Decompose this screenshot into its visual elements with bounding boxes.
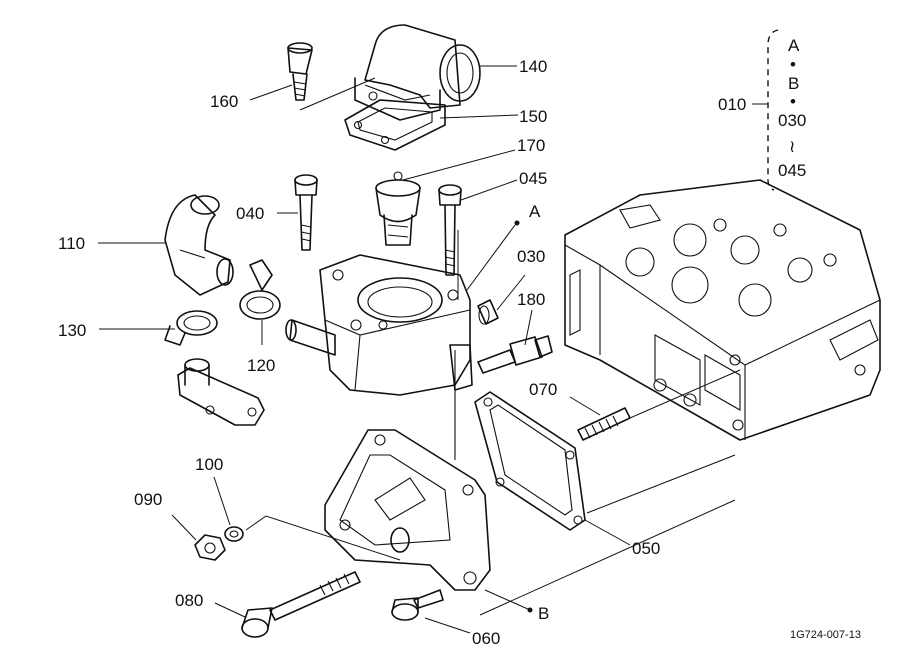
label-140: 140	[519, 57, 547, 76]
legend-line-a: A	[788, 36, 800, 55]
bolt-080	[241, 571, 361, 638]
bolt-160	[287, 42, 313, 101]
label-180: 180	[517, 290, 545, 309]
legend-line-b: B	[788, 74, 799, 93]
nut-090	[194, 534, 226, 561]
label-050: 050	[632, 539, 660, 558]
part-labels: 160 140 150 170 045 040 A 110 030 180 13…	[58, 57, 660, 648]
label-080: 080	[175, 591, 203, 610]
label-030: 030	[517, 247, 545, 266]
thermostat-housing	[285, 254, 473, 396]
water-flange	[324, 350, 491, 591]
label-160: 160	[210, 92, 238, 111]
hose-110	[164, 194, 234, 296]
pipe-flange	[177, 358, 265, 426]
plug-030	[477, 299, 499, 325]
label-a: A	[529, 202, 541, 221]
stud-070	[577, 407, 631, 441]
label-120: 120	[247, 356, 275, 375]
label-045: 045	[519, 169, 547, 188]
clamp-130	[164, 310, 218, 346]
cylinder-head	[564, 179, 881, 441]
label-170: 170	[517, 136, 545, 155]
label-040: 040	[236, 204, 264, 223]
bolt-045	[438, 184, 462, 276]
leader-lines	[98, 65, 741, 634]
label-130: 130	[58, 321, 86, 340]
legend-line-045: 045	[778, 161, 806, 180]
label-150: 150	[519, 107, 547, 126]
bolt-060	[391, 589, 444, 621]
legend-group-010: 010	[718, 95, 746, 114]
thermostat-cover	[354, 24, 481, 121]
gasket-150	[344, 99, 446, 151]
legend-dot-1: •	[790, 55, 796, 74]
legend-dot-2: •	[790, 92, 796, 111]
label-070: 070	[529, 380, 557, 399]
legend-line-030: 030	[778, 111, 806, 130]
label-110: 110	[58, 234, 85, 253]
label-b: B	[538, 604, 549, 623]
label-100: 100	[195, 455, 223, 474]
label-060: 060	[472, 629, 500, 648]
clamp-120	[239, 259, 281, 320]
thermostat-170	[375, 171, 421, 246]
washer-100	[224, 526, 244, 542]
bolt-040	[294, 174, 318, 251]
gasket-050	[474, 391, 586, 531]
figure-code: 1G724-007-13	[790, 629, 861, 641]
label-090: 090	[134, 490, 162, 509]
part-group-legend: 010 A • B • 030 ≀ 045	[718, 29, 806, 191]
sensor-180	[477, 335, 553, 374]
legend-tilde: ≀	[789, 137, 795, 156]
